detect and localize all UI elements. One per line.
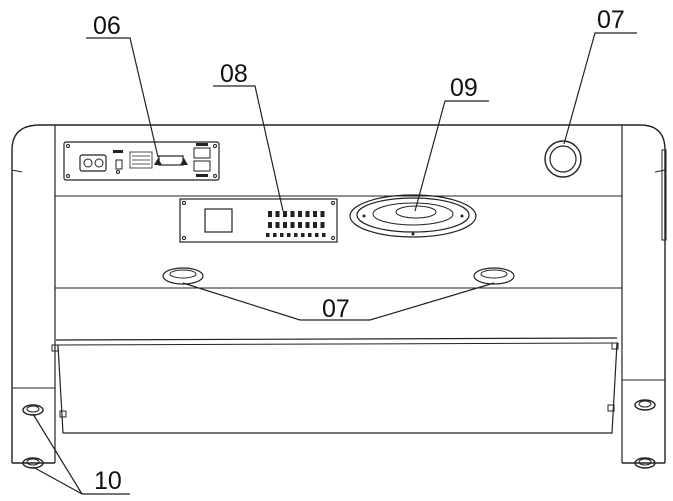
panel-button xyxy=(280,233,284,237)
connector-panel xyxy=(63,141,220,181)
leader-07-feet xyxy=(182,282,495,321)
leader-09 xyxy=(414,100,489,212)
callout-09: 09 xyxy=(450,74,478,102)
panel-button xyxy=(322,233,326,237)
panel-button xyxy=(305,211,310,217)
panel-button xyxy=(315,233,319,237)
panel-button xyxy=(268,211,272,217)
feet xyxy=(22,399,656,469)
panel-button xyxy=(275,211,280,217)
panel-button xyxy=(290,222,295,228)
panel-button xyxy=(294,233,298,237)
callout-07-knob: 07 xyxy=(597,6,625,34)
panel-button xyxy=(320,211,325,217)
leader-06 xyxy=(86,37,159,158)
panel-button xyxy=(266,233,270,237)
knob xyxy=(544,140,582,178)
panel-button xyxy=(298,211,302,217)
panel-button xyxy=(283,222,287,228)
panel-button xyxy=(320,222,325,228)
panel-button xyxy=(313,222,317,228)
center-dial xyxy=(349,194,477,238)
pads xyxy=(162,267,515,285)
panel-button xyxy=(273,233,277,237)
panel-button xyxy=(290,211,295,217)
leader-07-knob xyxy=(563,32,637,145)
panel-button xyxy=(313,211,317,217)
callout-06: 06 xyxy=(93,12,121,40)
leader-08 xyxy=(213,85,284,212)
callout-08: 08 xyxy=(220,60,248,88)
control-panel xyxy=(179,198,338,243)
panel-button xyxy=(275,222,280,228)
panel-button xyxy=(298,222,302,228)
panel-button xyxy=(301,233,305,237)
panel-button xyxy=(283,211,287,217)
callout-07-feet: 07 xyxy=(322,295,350,323)
leader-lines xyxy=(32,32,637,495)
cabinet-body xyxy=(11,124,667,464)
panel-button xyxy=(305,222,310,228)
front-panel xyxy=(51,337,619,434)
panel-button xyxy=(287,233,291,237)
callout-10: 10 xyxy=(94,467,122,495)
panel-button xyxy=(308,233,312,237)
leader-10b xyxy=(32,466,83,495)
panel-button xyxy=(268,222,272,228)
